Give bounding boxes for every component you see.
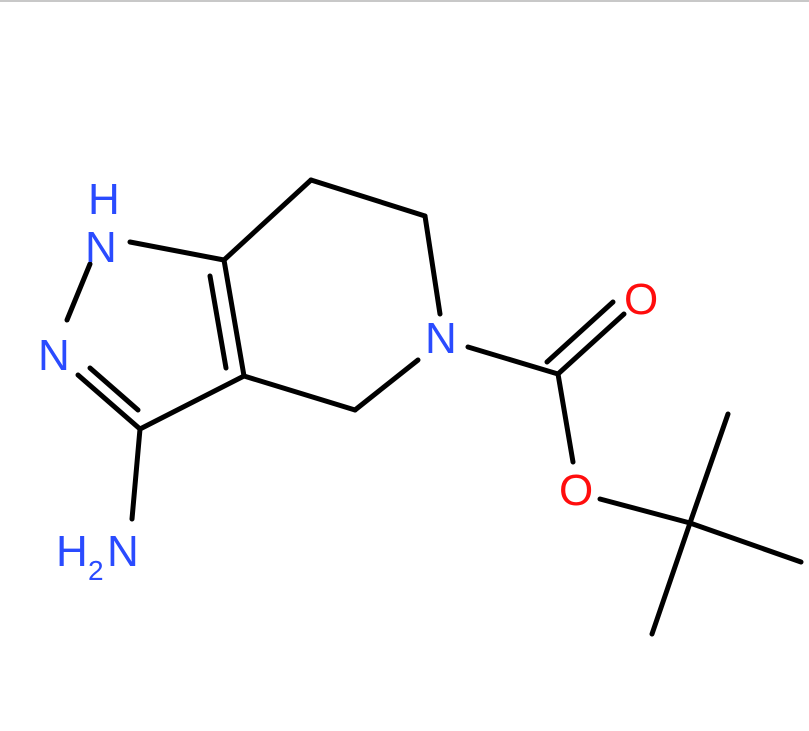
bond-cq-me1 — [687, 411, 731, 526]
bond-n5-c4 — [352, 357, 421, 413]
bond-c7a-c7 — [221, 177, 314, 263]
bond-n1-c7a — [127, 239, 227, 263]
bond-c7-c6 — [308, 177, 428, 219]
bond-c7a-c3a — [221, 257, 247, 379]
bonds — [64, 177, 804, 637]
bond-o-ester-cq — [597, 496, 693, 526]
bond-cq-me3 — [649, 520, 693, 637]
atom-labels: H N N N O O H 2 N — [38, 175, 658, 586]
bond-n2-n1 — [64, 261, 93, 323]
bond-c3-n2-double — [87, 365, 141, 413]
bond-ccarbonyl-o-ester — [555, 371, 576, 465]
bond-cq-me2 — [687, 520, 804, 565]
atom-n1-hydrogen: H — [88, 175, 120, 224]
bond-n5-ccarbonyl — [465, 344, 561, 377]
bond-c4-c3a — [241, 373, 358, 413]
bond-c7a-c3a-double — [207, 273, 229, 371]
bond-ccarbonyl-o-double-a — [555, 311, 627, 377]
atom-amine-subscript: 2 — [88, 555, 104, 586]
atom-amine-h: H — [56, 527, 88, 576]
bond-c3-nh2 — [129, 426, 143, 522]
atom-n1: N — [85, 223, 117, 272]
atom-amine-n: N — [107, 527, 139, 576]
atom-n2: N — [38, 331, 70, 380]
bond-c6-n5 — [422, 213, 443, 317]
bond-c3a-c3 — [137, 373, 247, 432]
atom-o-carbonyl: O — [624, 275, 658, 324]
bond-c3-n2 — [75, 372, 143, 432]
atom-n5: N — [425, 314, 457, 363]
bond-ccarbonyl-o-double-b — [544, 299, 616, 365]
atom-o-ester: O — [559, 466, 593, 515]
